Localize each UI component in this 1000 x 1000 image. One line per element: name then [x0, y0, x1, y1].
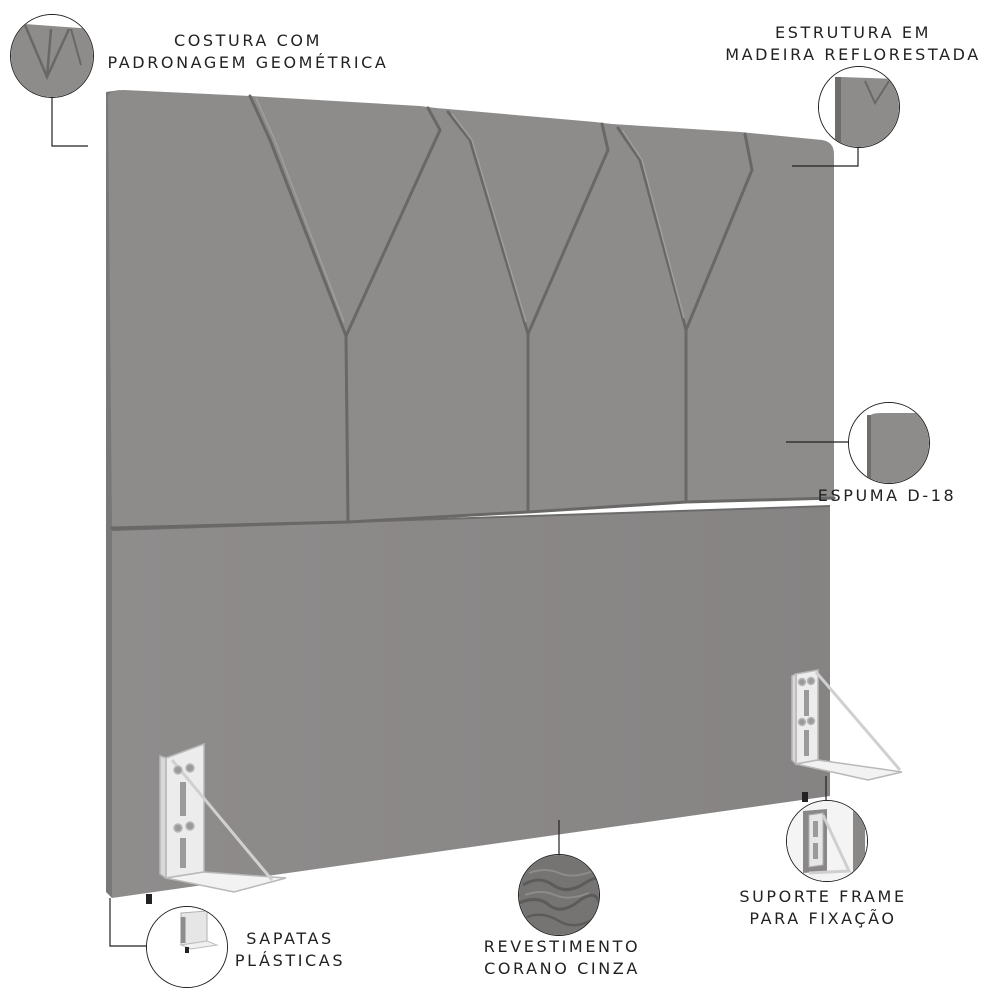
leader-line-costura [51, 96, 88, 147]
label-espuma: ESPUMA D-18 [812, 485, 962, 507]
label-costura-line-1: COSTURA COM [173, 31, 323, 50]
mounting-bracket-left [159, 742, 287, 893]
plastic-foot-right [802, 792, 808, 802]
label-estrutura: ESTRUTURA EM MADEIRA REFLORESTADA [714, 22, 992, 66]
label-suporte: SUPORTE FRAME PARA FIXAÇÃO [728, 886, 918, 930]
foam-edge-closeup-icon [848, 402, 930, 484]
label-revestimento: REVESTIMENTO CORANO CINZA [474, 936, 650, 980]
label-sapatas-line-2: PLÁSTICAS [234, 951, 346, 970]
wood-frame-corner-closeup-icon [818, 66, 900, 148]
geometric-stitching [110, 94, 836, 530]
leader-line-sapatas [109, 898, 148, 947]
headboard-upper-panel [108, 90, 834, 528]
plastic-foot-left [146, 894, 152, 904]
leader-line-estrutura [792, 146, 859, 167]
leader-lines [51, 96, 859, 947]
label-espuma-line-1: ESPUMA D-18 [817, 486, 957, 505]
label-suporte-line-1: SUPORTE FRAME [739, 887, 907, 906]
label-costura: COSTURA COM PADRONAGEM GEOMÉTRICA [96, 30, 400, 74]
label-estrutura-line-1: ESTRUTURA EM [775, 23, 931, 42]
label-sapatas: SAPATAS PLÁSTICAS [226, 928, 354, 972]
label-revestimento-line-1: REVESTIMENTO [483, 937, 641, 956]
plastic-foot-closeup-icon [146, 906, 228, 988]
headboard-lower-panel [112, 506, 830, 898]
label-estrutura-line-2: MADEIRA REFLORESTADA [725, 45, 981, 64]
label-revestimento-line-2: CORANO CINZA [484, 959, 640, 978]
metal-bracket-closeup-icon [786, 800, 868, 882]
mounting-bracket-right [791, 669, 903, 781]
label-sapatas-line-1: SAPATAS [246, 929, 334, 948]
label-costura-line-2: PADRONAGEM GEOMÉTRICA [107, 53, 389, 72]
label-suporte-line-2: PARA FIXAÇÃO [749, 909, 897, 928]
geometric-stitching-closeup-icon [10, 14, 94, 98]
leather-texture-closeup-icon [518, 854, 600, 936]
